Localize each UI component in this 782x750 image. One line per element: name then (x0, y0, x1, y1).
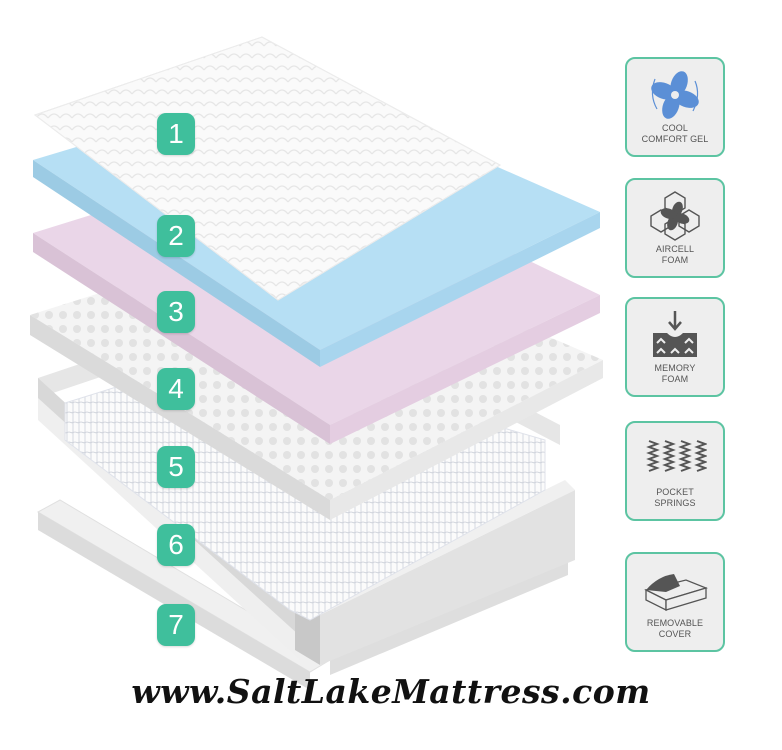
layer-badge-3: 3 (157, 291, 195, 333)
fan-icon (627, 67, 723, 123)
memory-foam-icon (627, 307, 723, 363)
feature-label-line1: AIRCELL (655, 244, 695, 254)
layer-1-cover (33, 36, 502, 301)
layer-badge-7: 7 (157, 604, 195, 646)
feature-label-line1: COOL (662, 123, 688, 133)
feature-label-line1: POCKET (656, 487, 694, 497)
layer-badge-5: 5 (157, 446, 195, 488)
feature-label-line2: COMFORT GEL (641, 134, 709, 144)
feature-label-line2: FOAM (661, 374, 689, 384)
feature-label-line2: COVER (658, 629, 692, 639)
springs-icon (627, 431, 723, 487)
layer-badge-2: 2 (157, 215, 195, 257)
layer-badge-4: 4 (157, 368, 195, 410)
cover-icon (627, 562, 723, 618)
website-url: www.SaltLakeMattress.com (131, 672, 651, 711)
feature-label-line2: SPRINGS (654, 498, 696, 508)
feature-label-line2: FOAM (661, 255, 689, 265)
hexagon-fan-icon (627, 188, 723, 244)
feature-label-line1: REMOVABLE (646, 618, 704, 628)
layer-badge-6: 6 (157, 524, 195, 566)
layer-badge-1: 1 (157, 113, 195, 155)
feature-label-line1: MEMORY (654, 363, 696, 373)
